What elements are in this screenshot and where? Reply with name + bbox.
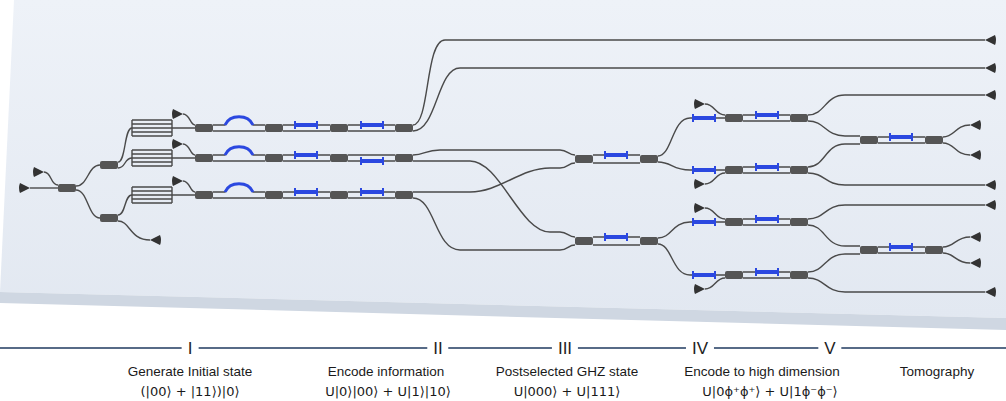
stage-number: IV: [686, 339, 714, 359]
stage-number: II: [427, 339, 448, 359]
stage-number: III: [552, 339, 578, 359]
stage-title: Generate Initial state: [128, 364, 253, 379]
stage-number: I: [182, 339, 199, 359]
state-formula: U|0⟩|00⟩ + U|1⟩|10⟩: [325, 384, 451, 399]
stage-number: V: [818, 339, 841, 359]
stage-title: Encode to high dimension: [684, 364, 839, 379]
stage-title: Tomography: [900, 364, 974, 379]
stage-title: Postselected GHZ state: [496, 364, 639, 379]
state-formula: U|000⟩ + U|111⟩: [514, 384, 621, 399]
state-formula: U|0ϕ⁺ϕ⁺⟩ + U|1ϕ⁻ϕ⁻⟩: [702, 384, 837, 399]
state-formula: (|00⟩ + |11⟩)|0⟩: [140, 384, 239, 399]
stage-title: Encode information: [328, 364, 444, 379]
